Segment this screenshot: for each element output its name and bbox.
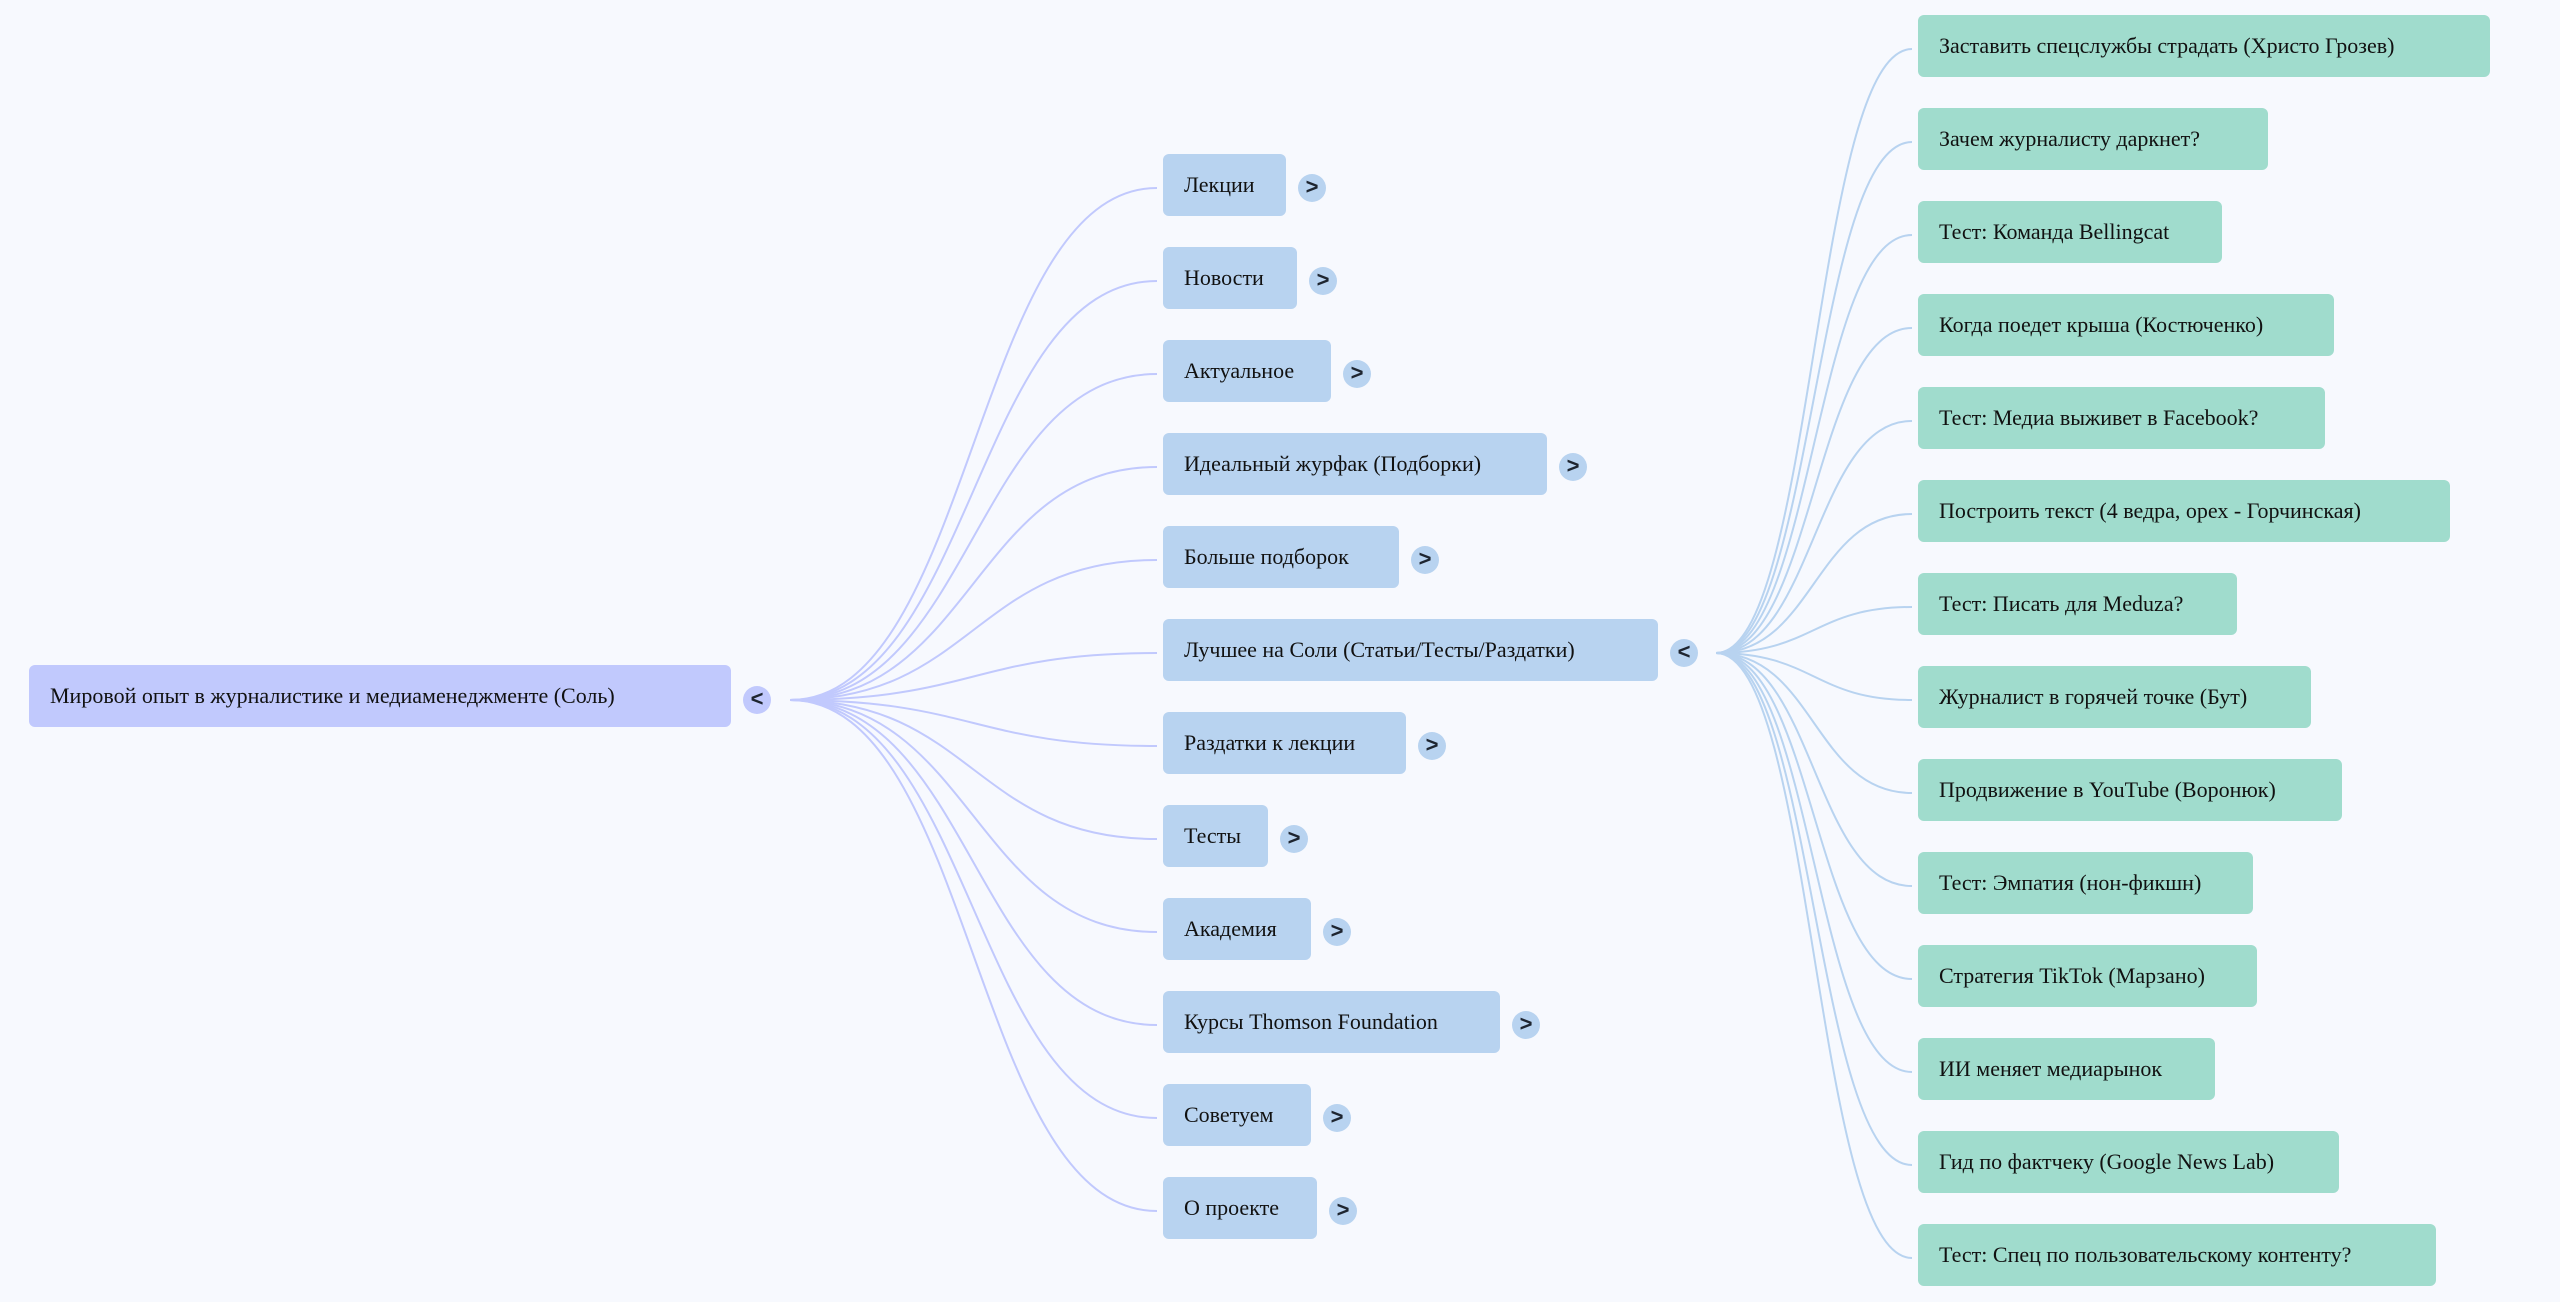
leaf-node-label: Построить текст (4 ведра, орех - Горчинс… [1939,498,2361,523]
connector-line [1715,652,1913,794]
branch-node-label: О проекте [1184,1195,1279,1220]
connector-line [789,559,1158,701]
leaf-node-label: Стратегия TikTok (Марзано) [1939,963,2205,988]
leaf-node[interactable]: Когда поедет крыша (Костюченко) [1918,294,2334,356]
branch-node-label: Новости [1184,265,1264,290]
branch-node-thomson-courses[interactable]: Курсы Thomson Foundation [1163,991,1500,1053]
leaf-node[interactable]: Зачем журналисту даркнет? [1918,108,2268,170]
branch-node-recommend[interactable]: Советуем [1163,1084,1311,1146]
leaf-node[interactable]: Построить текст (4 ведра, орех - Горчинс… [1918,480,2450,542]
leaf-node-label: Зачем журналисту даркнет? [1939,126,2200,151]
leaf-node[interactable]: Заставить спецслужбы страдать (Христо Гр… [1918,15,2490,77]
chevron-right-icon[interactable]: > [1559,453,1587,481]
connector-line [789,699,1158,1026]
branch-node-label: Больше подборок [1184,544,1349,569]
branch-node-lectures[interactable]: Лекции [1163,154,1286,216]
leaf-node-label: Тест: Команда Bellingcat [1939,219,2170,244]
chevron-left-icon[interactable]: < [743,686,771,714]
connector-line [1715,327,1913,654]
root-node[interactable]: Мировой опыт в журналистике и медиаменед… [29,665,731,727]
branch-node-label: Тесты [1184,823,1242,848]
leaf-node[interactable]: Тест: Медиа выживет в Facebook? [1918,387,2325,449]
chevron-left-icon[interactable]: < [1670,639,1698,667]
branch-node-about[interactable]: О проекте [1163,1177,1317,1239]
leaf-node[interactable]: Тест: Эмпатия (нон-фикшн) [1918,852,2253,914]
connector-line [789,699,1158,933]
branch-node-label: Советуем [1184,1102,1274,1127]
leaf-node[interactable]: Гид по фактчеку (Google News Lab) [1918,1131,2339,1193]
chevron-right-icon[interactable]: > [1343,360,1371,388]
connector-line [1715,652,1913,980]
connector-line [789,373,1158,701]
connector-line [1715,141,1913,654]
chevron-right-icon[interactable]: > [1309,267,1337,295]
branch-node-ideal-journalism[interactable]: Идеальный журфак (Подборки) [1163,433,1547,495]
connector-line [789,699,1158,1212]
connector-line [789,466,1158,701]
leaf-node-label: Тест: Эмпатия (нон-фикшн) [1939,870,2202,895]
leaf-node-label: Когда поедет крыша (Костюченко) [1939,312,2264,337]
branch-node-news[interactable]: Новости [1163,247,1297,309]
connector-line [1715,652,1913,1073]
leaf-node[interactable]: Тест: Команда Bellingcat [1918,201,2222,263]
leaf-node-label: Тест: Спец по пользовательскому контенту… [1939,1242,2352,1267]
connector-line [789,652,1158,701]
connector-line [1715,420,1913,654]
leaf-node-label: Заставить спецслужбы страдать (Христо Гр… [1939,33,2395,58]
chevron-right-icon[interactable]: > [1411,546,1439,574]
leaf-node[interactable]: Стратегия TikTok (Марзано) [1918,945,2257,1007]
leaf-node-label: Гид по фактчеку (Google News Lab) [1939,1149,2275,1174]
connector-line [1715,652,1913,1259]
branch-node-best-of-sol[interactable]: Лучшее на Соли (Статьи/Тесты/Раздатки) [1163,619,1658,681]
chevron-right-icon[interactable]: > [1323,918,1351,946]
connector-line [1715,652,1913,1166]
branch-node-label: Идеальный журфак (Подборки) [1184,451,1482,476]
chevron-right-icon[interactable]: > [1329,1197,1357,1225]
branch-node-academy[interactable]: Академия [1163,898,1311,960]
leaf-node-label: Тест: Медиа выживет в Facebook? [1939,405,2259,430]
leaf-node-label: Тест: Писать для Meduza? [1939,591,2184,616]
chevron-right-icon[interactable]: > [1418,732,1446,760]
chevron-right-icon[interactable]: > [1323,1104,1351,1132]
branch-node-actual[interactable]: Актуальное [1163,340,1331,402]
leaf-node[interactable]: Тест: Спец по пользовательскому контенту… [1918,1224,2436,1286]
chevron-right-icon[interactable]: > [1512,1011,1540,1039]
branch-node-label: Лекции [1184,172,1255,197]
connector-line [1715,652,1913,887]
branch-node-lecture-handouts[interactable]: Раздатки к лекции [1163,712,1406,774]
connector-line [1715,234,1913,654]
root-node-label: Мировой опыт в журналистике и медиаменед… [50,683,615,708]
connector-line [789,280,1158,701]
leaf-node[interactable]: Журналист в горячей точке (Бут) [1918,666,2311,728]
connector-line [1715,48,1913,654]
connector-line [1715,652,1913,701]
branch-node-label: Лучшее на Соли (Статьи/Тесты/Раздатки) [1184,637,1575,662]
connector-line [789,699,1158,840]
connector-line [789,699,1158,1119]
leaf-node[interactable]: Тест: Писать для Meduza? [1918,573,2237,635]
connector-line [789,187,1158,701]
leaf-node[interactable]: ИИ меняет медиарынок [1918,1038,2215,1100]
branch-node-label: Академия [1184,916,1277,941]
connector-line [789,699,1158,747]
leaf-node-label: Журналист в горячей точке (Бут) [1939,684,2248,709]
branch-node-label: Раздатки к лекции [1184,730,1356,755]
chevron-right-icon[interactable]: > [1298,174,1326,202]
connector-line [1715,513,1913,654]
leaf-node-label: Продвижение в YouTube (Воронюк) [1939,777,2276,802]
leaf-node-label: ИИ меняет медиарынок [1939,1056,2163,1081]
branch-node-label: Курсы Thomson Foundation [1184,1009,1438,1034]
branch-node-more-collections[interactable]: Больше подборок [1163,526,1399,588]
leaf-node[interactable]: Продвижение в YouTube (Воронюк) [1918,759,2342,821]
branch-node-label: Актуальное [1184,358,1295,383]
branch-node-tests[interactable]: Тесты [1163,805,1268,867]
connector-line [1715,606,1913,654]
chevron-right-icon[interactable]: > [1280,825,1308,853]
